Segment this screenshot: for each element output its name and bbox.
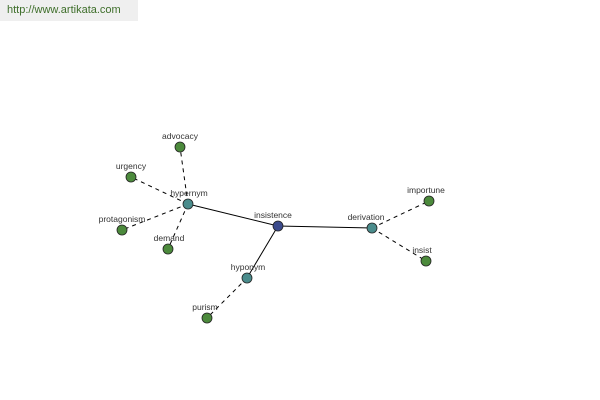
node-protagonism[interactable] [116,224,128,236]
node-label-importune: importune [407,185,445,195]
edges-layer [121,146,430,319]
edge-insistence-hypernym [187,203,279,227]
edge-hypernym-demand [167,203,189,250]
edge-insistence-hyponym [246,225,279,279]
node-label-insistence: insistence [254,210,292,220]
node-advocacy[interactable] [174,141,186,153]
watermark-url: http://www.artikata.com [7,4,121,16]
node-hypernym[interactable] [182,198,194,210]
node-label-hypernym: hypernym [170,188,207,198]
node-purism[interactable] [201,312,213,324]
node-label-purism: purism [192,302,218,312]
edge-derivation-importune [371,200,430,229]
nodes-layer [116,141,435,324]
node-label-urgency: urgency [116,161,147,171]
node-insistence[interactable] [272,220,284,232]
node-label-derivation: derivation [348,212,385,222]
edge-hypernym-urgency [130,176,189,205]
node-label-insist: insist [412,245,432,255]
edge-hypernym-advocacy [179,146,189,205]
node-label-advocacy: advocacy [162,131,199,141]
node-insist[interactable] [420,255,432,267]
edge-hyponym-purism [206,277,248,319]
edge-derivation-insist [371,227,427,262]
edge-insistence-derivation [277,225,373,229]
node-label-protagonism: protagonism [99,214,146,224]
labels-layer: insistence hypernym hyponym derivation advoc… [99,131,446,312]
watermark-banner: http://www.artikata.com [0,0,138,21]
node-demand[interactable] [162,243,174,255]
node-hyponym[interactable] [241,272,253,284]
node-importune[interactable] [423,195,435,207]
node-derivation[interactable] [366,222,378,234]
edge-hypernym-protagonism [121,203,189,231]
node-label-hyponym: hyponym [231,262,266,272]
node-label-demand: demand [154,233,185,243]
node-urgency[interactable] [125,171,137,183]
